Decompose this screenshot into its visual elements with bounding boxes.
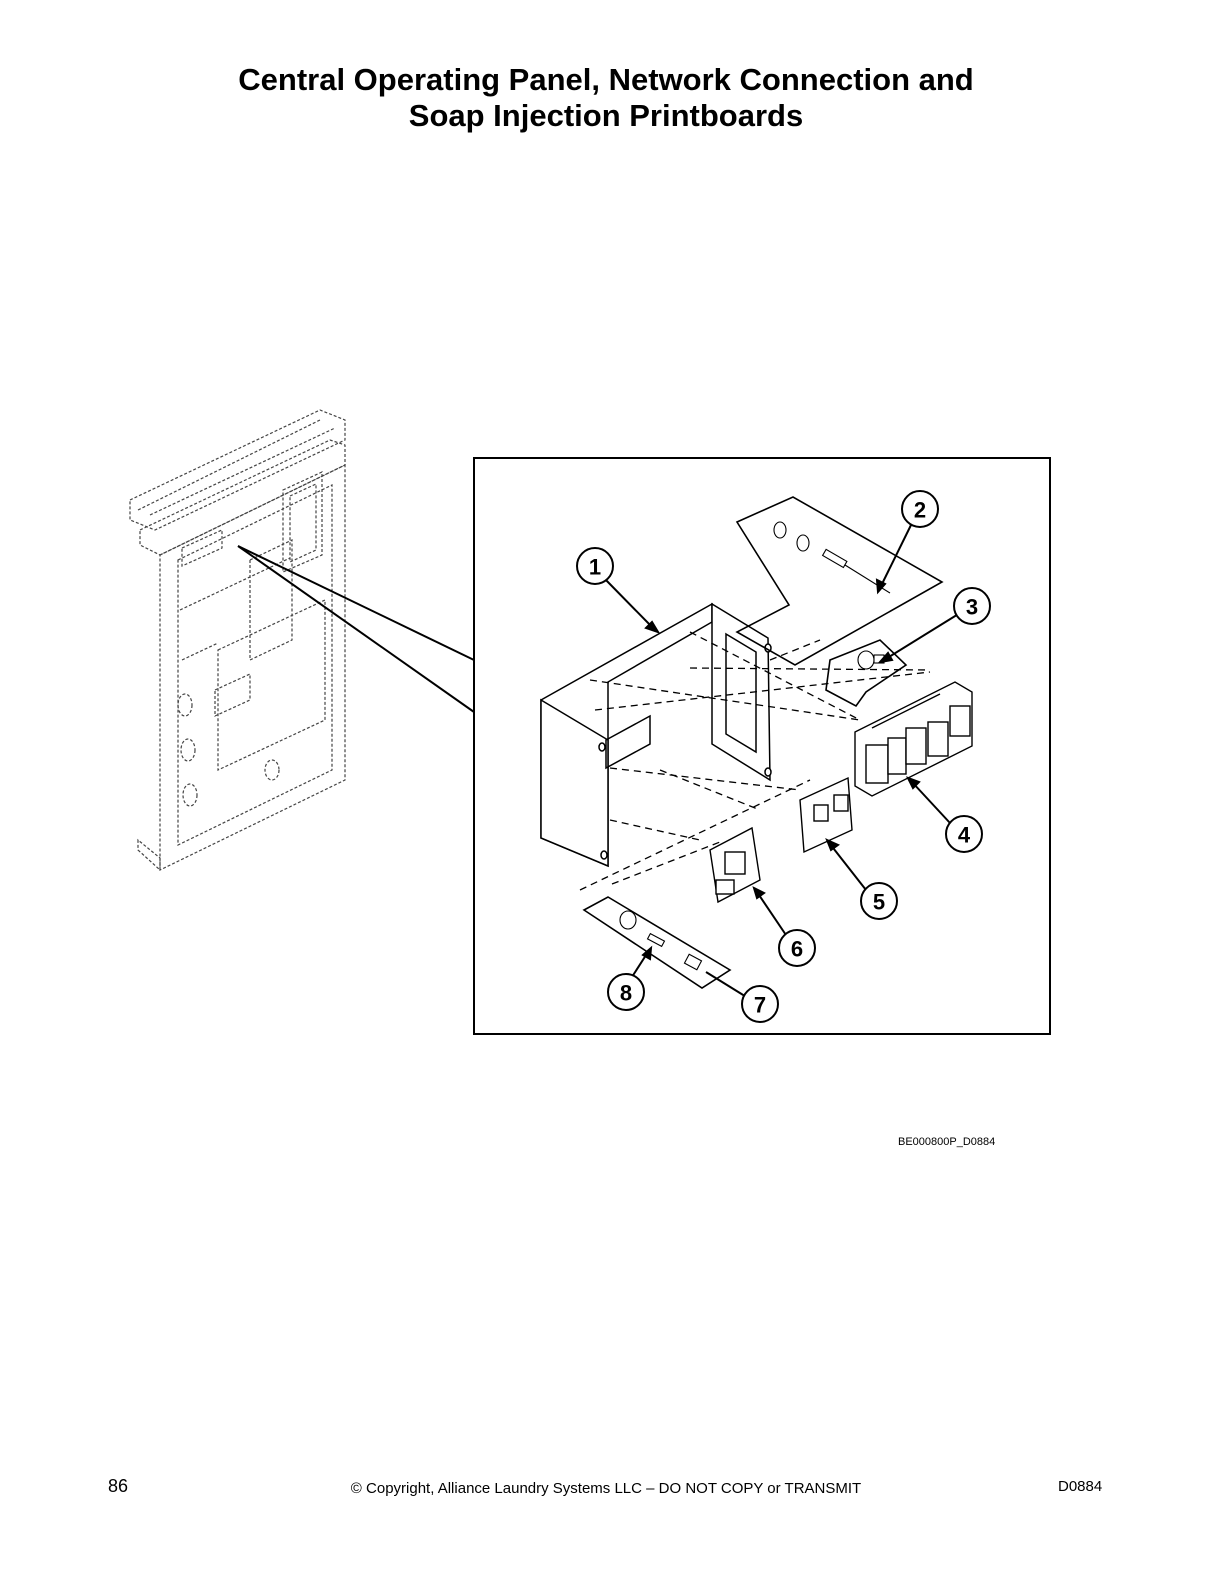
callout-circle-2	[901, 490, 939, 528]
callout-label-3: 3	[966, 595, 978, 620]
callout-label-4: 4	[958, 823, 971, 848]
exploded-guide-lines	[579, 631, 931, 891]
callout-labels: 1 2 3 4 5 6 7 8	[589, 498, 978, 1018]
callout-label-2: 2	[914, 498, 926, 523]
copyright-notice: © Copyright, Alliance Laundry Systems LL…	[350, 1480, 862, 1497]
callout-circles	[576, 490, 991, 1023]
main-board	[854, 681, 973, 797]
page-title: Central Operating Panel, Network Connect…	[0, 62, 1212, 134]
machine-frame-outline	[129, 409, 346, 872]
document-code: D0884	[1058, 1478, 1103, 1495]
callout-circle-6	[778, 929, 816, 967]
callout-label-7: 7	[754, 993, 766, 1018]
page-number: 86	[108, 1476, 129, 1496]
parts-7-8-components	[619, 910, 703, 971]
callout-circle-1	[576, 547, 614, 585]
page-title-line-2: Soap Injection Printboards	[408, 98, 804, 133]
page-title-line-1: Central Operating Panel, Network Connect…	[238, 62, 974, 97]
leader-arrows	[602, 522, 961, 999]
part-2-components	[773, 521, 891, 594]
group-outline-part-2	[735, 496, 944, 666]
group-outline-parts-7-8	[582, 896, 732, 989]
callout-label-5: 5	[873, 890, 885, 915]
callout-circle-4	[945, 815, 983, 853]
callout-circle-8	[607, 973, 645, 1011]
callout-label-1: 1	[589, 555, 601, 580]
callout-circle-5	[860, 882, 898, 920]
callout-label-8: 8	[620, 981, 632, 1006]
callout-circle-3	[953, 587, 991, 625]
zoom-connector	[237, 545, 475, 713]
board-part-5	[799, 776, 853, 854]
group-outline-part-3	[825, 639, 908, 708]
drawing-code: BE000800P_D0884	[898, 1136, 996, 1148]
callout-label-6: 6	[791, 937, 803, 962]
callout-circle-7	[741, 985, 779, 1023]
board-part-6	[709, 826, 761, 904]
